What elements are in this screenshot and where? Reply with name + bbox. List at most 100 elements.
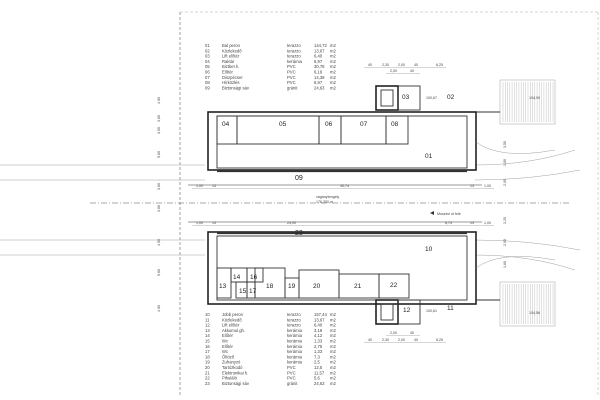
left-top-dim-value: 3,60 <box>157 183 161 190</box>
schedule-unit: m2 <box>330 54 336 59</box>
schedule-area: 157,44 <box>314 312 327 317</box>
schedule-material: kerámia <box>287 344 303 349</box>
room-05-label: 05 <box>279 121 287 128</box>
left-bottom-dim-value: 9,60 <box>157 269 161 276</box>
room-10-label: 10 <box>425 246 433 253</box>
top-dim-value: 2,00 <box>398 63 405 67</box>
right-top-dim-value: 2,00 <box>503 179 507 186</box>
schedule-number: 07 <box>205 75 210 80</box>
schedule-unit: m2 <box>330 370 336 375</box>
room-18-label: 18 <box>266 283 274 290</box>
schedule-number: 11 <box>205 317 210 322</box>
track-top-dim-value: 30,74 <box>340 184 349 188</box>
top-dim-value: 40 <box>368 63 372 67</box>
schedule-material: terazzo <box>287 54 301 59</box>
room-15-label: 15 <box>239 288 247 295</box>
schedule-area: 2,75 <box>314 344 323 349</box>
right-bottom-dim-value: 1,60 <box>503 261 507 268</box>
schedule-room-name: Hírközlés <box>222 80 239 85</box>
schedule-number: 06 <box>205 70 210 75</box>
schedule-unit: m2 <box>330 344 336 349</box>
bottom-dim-value: 6,25 <box>436 338 443 342</box>
upper-platform <box>207 79 556 173</box>
schedule-unit: m2 <box>330 64 336 69</box>
right-top-dim-value: 3,50 <box>503 141 507 148</box>
bottom-dim-value: 40 <box>414 338 418 342</box>
bottom-dim-value: 40 <box>368 338 372 342</box>
schedule-room-name: Előtér <box>222 70 234 75</box>
schedule-number: 17 <box>205 349 210 354</box>
schedule-unit: m2 <box>330 333 336 338</box>
schedule-number: 09 <box>205 85 210 90</box>
schedule-unit: m2 <box>330 339 336 344</box>
stair-bottom-value: 104,56 <box>529 311 540 315</box>
top-dim-value: 40 <box>414 63 418 67</box>
room-20-label: 20 <box>313 283 321 290</box>
schedule-number: 12 <box>205 323 210 328</box>
schedule-area: 24,63 <box>314 85 325 90</box>
schedule-unit: m2 <box>330 317 336 322</box>
schedule-number: 02 <box>205 48 210 53</box>
schedule-material: terazzo <box>287 323 301 328</box>
schedule-room-name: Jobb peron <box>222 312 244 317</box>
schedule-number: 21 <box>205 370 210 375</box>
schedule-area: 13,67 <box>314 48 325 53</box>
lower-platform <box>207 231 556 327</box>
schedule-room-name: Lift előtér <box>222 54 240 59</box>
schedule-number: 18 <box>205 354 210 359</box>
schedule-room-name: Biztber.h. <box>222 64 239 69</box>
track-bottom-dim-value: 24,00 <box>287 221 296 225</box>
bottom-dim-b-value: 2,00 <box>390 331 397 335</box>
schedule-material: terazzo <box>287 317 301 322</box>
schedule-unit: m2 <box>330 376 336 381</box>
exit-arrow-icon <box>430 211 434 215</box>
track-top-dim-value: 13 <box>212 184 216 188</box>
schedule-material: kerámia <box>287 354 303 359</box>
lift-bottom-area: 100,61 <box>426 309 437 313</box>
schedule-number: 10 <box>205 312 210 317</box>
schedule-material: gránit <box>287 85 298 90</box>
schedule-room-name: Közlekedő <box>222 317 242 322</box>
schedule-area: 6,97 <box>314 80 323 85</box>
track-bottom-dim-value: 13 <box>470 221 474 225</box>
schedule-material: terazzo <box>287 48 301 53</box>
room-16-label: 16 <box>250 274 258 281</box>
schedule-area: 14,39 <box>314 75 325 80</box>
schedule-room-name: Közlekedő <box>222 48 242 53</box>
schedule-room-name: Előtér <box>222 333 234 338</box>
room-06-label: 06 <box>325 121 333 128</box>
track-axis-value: 176,350 m <box>316 200 333 204</box>
schedule-unit: m2 <box>330 323 336 328</box>
left-top-dim-value: 4,00 <box>157 97 161 104</box>
track-axis-label: vágánytengely <box>316 195 339 199</box>
schedule-room-name: Raktár <box>222 59 235 64</box>
schedule-material: kerámia <box>287 349 303 354</box>
room-12-label: 12 <box>403 307 411 314</box>
plan-annotations: vágánytengely 176,350 m Moszkvi út felé … <box>316 96 540 315</box>
track-corridor <box>0 149 581 271</box>
schedule-unit: m2 <box>330 85 336 90</box>
bottom-dim-b-value: 40 <box>410 331 414 335</box>
room-13-label: 13 <box>219 283 227 290</box>
schedule-area: 6,97 <box>314 59 323 64</box>
room-22-label: 22 <box>390 282 398 289</box>
schedule-room-name: Tartózkodó <box>222 365 243 370</box>
schedule-unit: m2 <box>330 75 336 80</box>
schedule-material: gránit <box>287 381 298 386</box>
schedule-number: 16 <box>205 344 210 349</box>
schedule-room-name: Lift előtér <box>222 323 240 328</box>
schedule-area: 6,16 <box>314 70 323 75</box>
schedule-area: 6,40 <box>314 323 323 328</box>
schedule-number: 08 <box>205 80 210 85</box>
room-09-label: 09 <box>295 175 303 182</box>
schedule-material: terazzo <box>287 43 301 48</box>
room-21-label: 21 <box>354 283 362 290</box>
schedule-area: 11,57 <box>314 370 325 375</box>
room-19-label: 19 <box>288 283 296 290</box>
stair-treads-top <box>502 82 554 122</box>
room-04-label: 04 <box>222 121 230 128</box>
schedule-material: kerámia <box>287 339 303 344</box>
